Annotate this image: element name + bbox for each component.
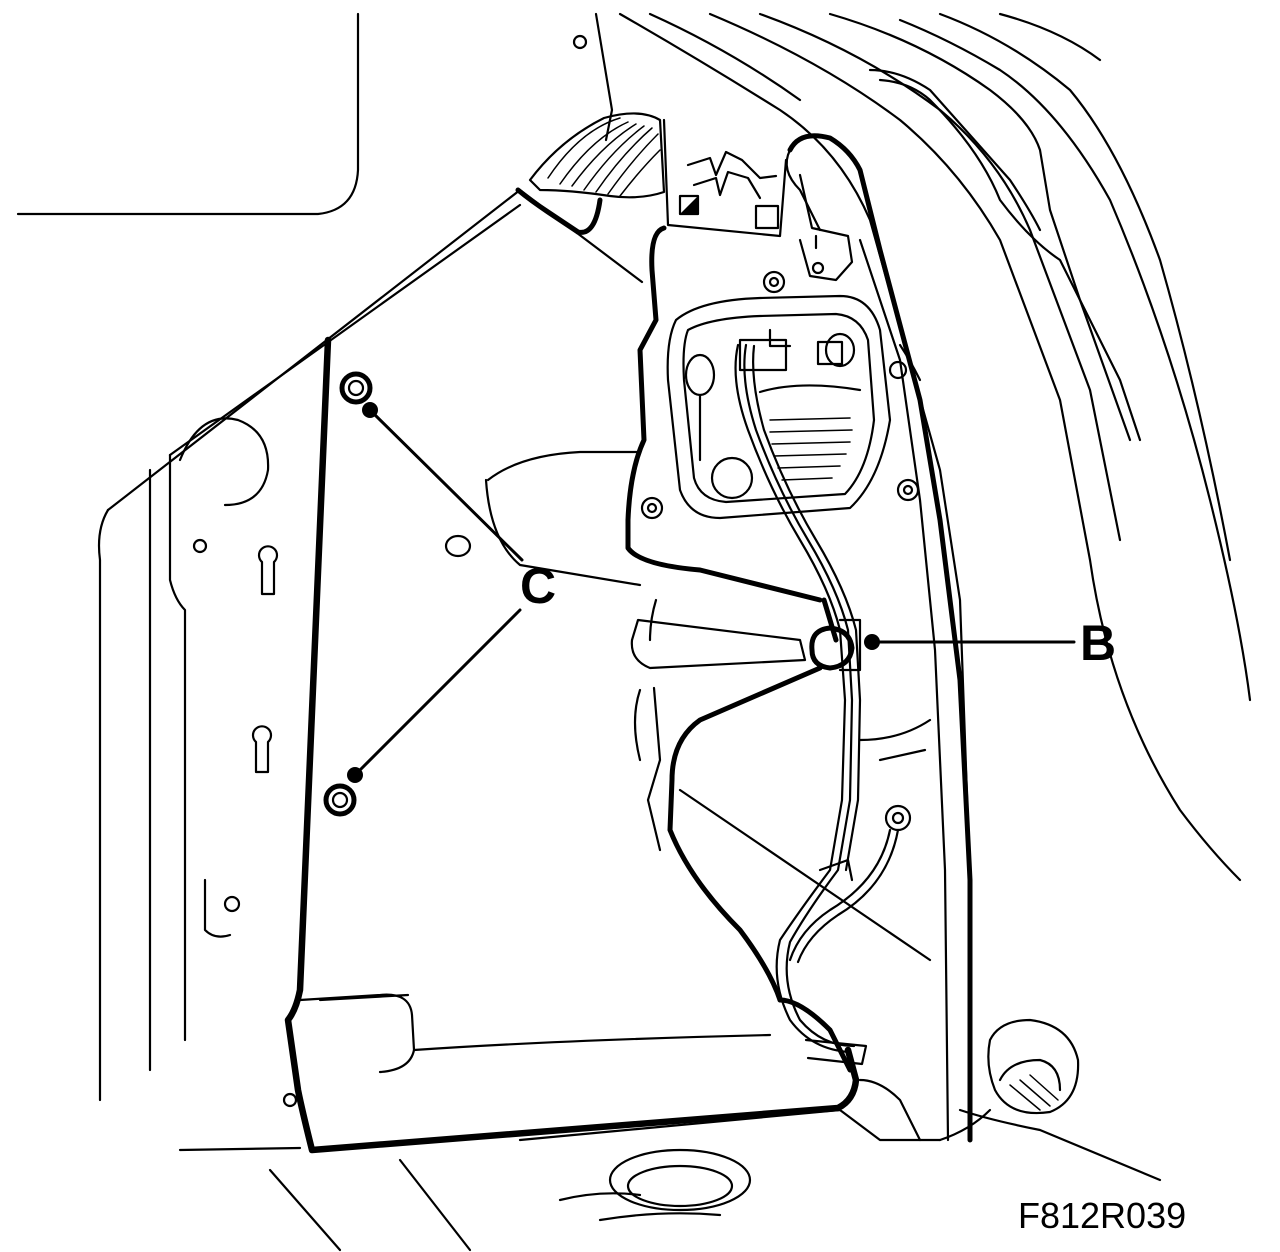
rear-trim-panel [97, 188, 522, 1108]
floor-section [178, 1018, 1162, 1252]
callout-b: B [1080, 615, 1116, 671]
body-recesses [630, 598, 932, 962]
upper-left-panel [16, 12, 360, 216]
quarter-panel-curves [618, 12, 1252, 1143]
heavy-wire-route [667, 597, 853, 1073]
wiring-bellows [515, 112, 666, 235]
wiring-harness [734, 343, 912, 1066]
figure-code: F812R039 [1018, 1195, 1186, 1236]
upper-body-panel [572, 12, 614, 142]
light-cavity-edge [625, 225, 823, 603]
tail-light-unit [640, 270, 920, 520]
callout-c: C [520, 558, 556, 614]
fastener-holes-c [323, 371, 373, 817]
light-mounting-bracket [662, 118, 854, 282]
callout-leaders [347, 402, 1076, 783]
